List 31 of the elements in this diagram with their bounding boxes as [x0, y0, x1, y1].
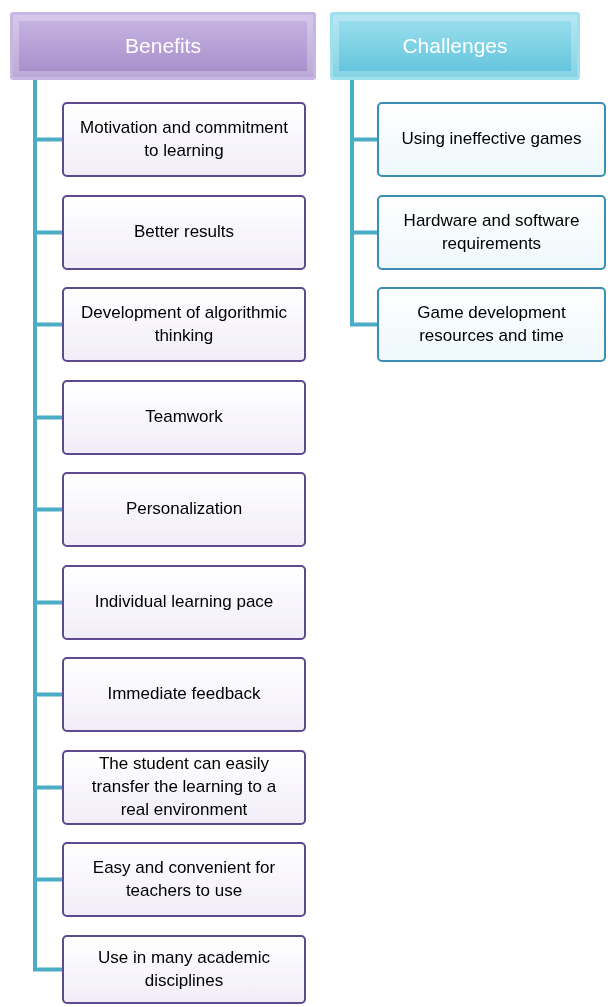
item-box — [62, 750, 306, 825]
item-text: Motivation and commitment to learning — [80, 116, 288, 162]
header-text: Benefits — [125, 34, 201, 58]
item-box — [62, 380, 306, 455]
item-box — [377, 102, 606, 177]
header-box — [10, 12, 316, 80]
item-text: Teamwork — [145, 406, 223, 429]
item-text: Game development resources and time — [416, 301, 567, 347]
item-text: Development of algorithmic thinking — [80, 301, 288, 347]
item-text: Immediate feedback — [107, 683, 261, 706]
item-text: Using ineffective games — [401, 128, 582, 151]
item-box — [62, 565, 306, 640]
header-box — [330, 12, 580, 80]
item-box — [62, 935, 306, 1004]
item-text: Individual learning pace — [94, 591, 274, 614]
header-text: Challenges — [402, 34, 508, 58]
item-text: Use in many academic disciplines — [97, 946, 271, 992]
item-text: Easy and convenient for teachers to use — [91, 856, 277, 902]
item-text: Personalization — [125, 498, 243, 521]
connector-line — [350, 80, 377, 327]
item-box — [62, 657, 306, 732]
item-box — [377, 195, 606, 270]
item-box — [62, 102, 306, 177]
item-box — [377, 287, 606, 362]
item-box — [62, 287, 306, 362]
item-text: Better results — [133, 221, 235, 244]
item-text: Hardware and software requirements — [402, 209, 581, 255]
item-box — [62, 195, 306, 270]
item-box — [62, 472, 306, 547]
item-text: The student can easily transfer the learning to a real environment — [90, 753, 278, 821]
item-box — [62, 842, 306, 917]
